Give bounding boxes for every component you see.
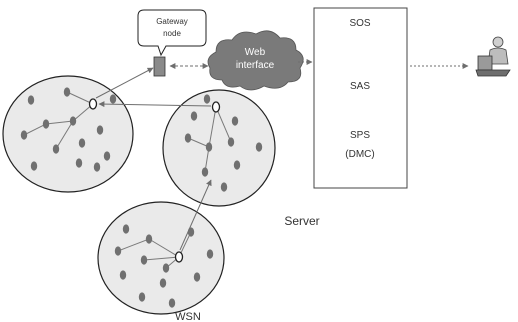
- sensor-node: [114, 246, 122, 256]
- sensor-node: [140, 255, 148, 265]
- cloud-line-2: interface: [236, 60, 275, 71]
- sensor-node: [93, 162, 101, 172]
- sensor-node: [220, 182, 228, 192]
- server-item-sos: SOS: [349, 18, 370, 29]
- sensor-node: [201, 167, 209, 177]
- callout-line-1: Gateway: [156, 17, 188, 26]
- sensor-node: [122, 224, 130, 234]
- sensor-node: [168, 298, 176, 308]
- sensor-node: [205, 142, 213, 152]
- routing-link: [55, 120, 74, 150]
- callout-line-2: node: [163, 29, 181, 38]
- sensor-node: [184, 133, 192, 143]
- sensor-node: [227, 137, 235, 147]
- sensor-node: [233, 160, 241, 170]
- sensor-node: [255, 142, 263, 152]
- sensor-node: [103, 151, 111, 161]
- sensor-node: [193, 272, 201, 282]
- sensor-node: [138, 292, 146, 302]
- wsn-label: WSN: [175, 311, 201, 322]
- routing-link: [23, 103, 94, 136]
- gateway-callout: Gateway node: [137, 9, 207, 57]
- sensor-node: [30, 161, 38, 171]
- cluster-head-bottom: [174, 251, 184, 263]
- sensor-node: [75, 158, 83, 168]
- cluster-heads: [88, 98, 221, 263]
- sensor-node: [206, 249, 214, 259]
- cloud-icon: Web interface: [207, 30, 304, 91]
- sensor-node: [69, 116, 77, 126]
- routing-link: [66, 91, 94, 105]
- sensor-node: [78, 138, 86, 148]
- sensor-node: [145, 234, 153, 244]
- arrow-bottom-to-right-cluster: [179, 179, 212, 251]
- sensor-node: [42, 119, 50, 129]
- sensor-node: [162, 263, 170, 273]
- sensor-nodes: [20, 87, 263, 308]
- routing-link: [143, 256, 180, 261]
- server-item-sas: SAS: [350, 81, 370, 92]
- sensor-node: [231, 116, 239, 126]
- server-box: SOS SAS SPS (DMC): [313, 7, 408, 189]
- sensor-clusters: [2, 75, 276, 315]
- cloud-line-1: Web: [245, 47, 266, 58]
- sensor-node: [52, 144, 60, 154]
- sensor-node: [159, 278, 167, 288]
- sensor-node: [203, 94, 211, 104]
- server-label: Server: [284, 214, 319, 228]
- arrow-right-head-to-left-head: [98, 101, 212, 108]
- sensor-node: [20, 130, 28, 140]
- sensor-node: [63, 87, 71, 97]
- sensor-node: [187, 227, 195, 237]
- user-at-laptop-icon: [475, 36, 511, 77]
- sensor-node: [27, 95, 35, 105]
- cluster-head-right: [211, 101, 221, 113]
- routing-link: [215, 106, 232, 143]
- arrow-left-head-to-gateway: [95, 67, 154, 99]
- cluster-right: [162, 89, 276, 207]
- cluster-bottom: [97, 201, 225, 315]
- sensor-node: [96, 125, 104, 135]
- sensor-node: [109, 94, 117, 104]
- sensor-node: [190, 111, 198, 121]
- sensor-node: [119, 270, 127, 280]
- server-item-sps: SPS: [350, 130, 370, 141]
- gateway-node-icon: [153, 56, 166, 77]
- inter-cluster-arrows: [95, 67, 212, 251]
- server-item-dmc: (DMC): [345, 149, 374, 160]
- cluster-head-left: [88, 98, 98, 110]
